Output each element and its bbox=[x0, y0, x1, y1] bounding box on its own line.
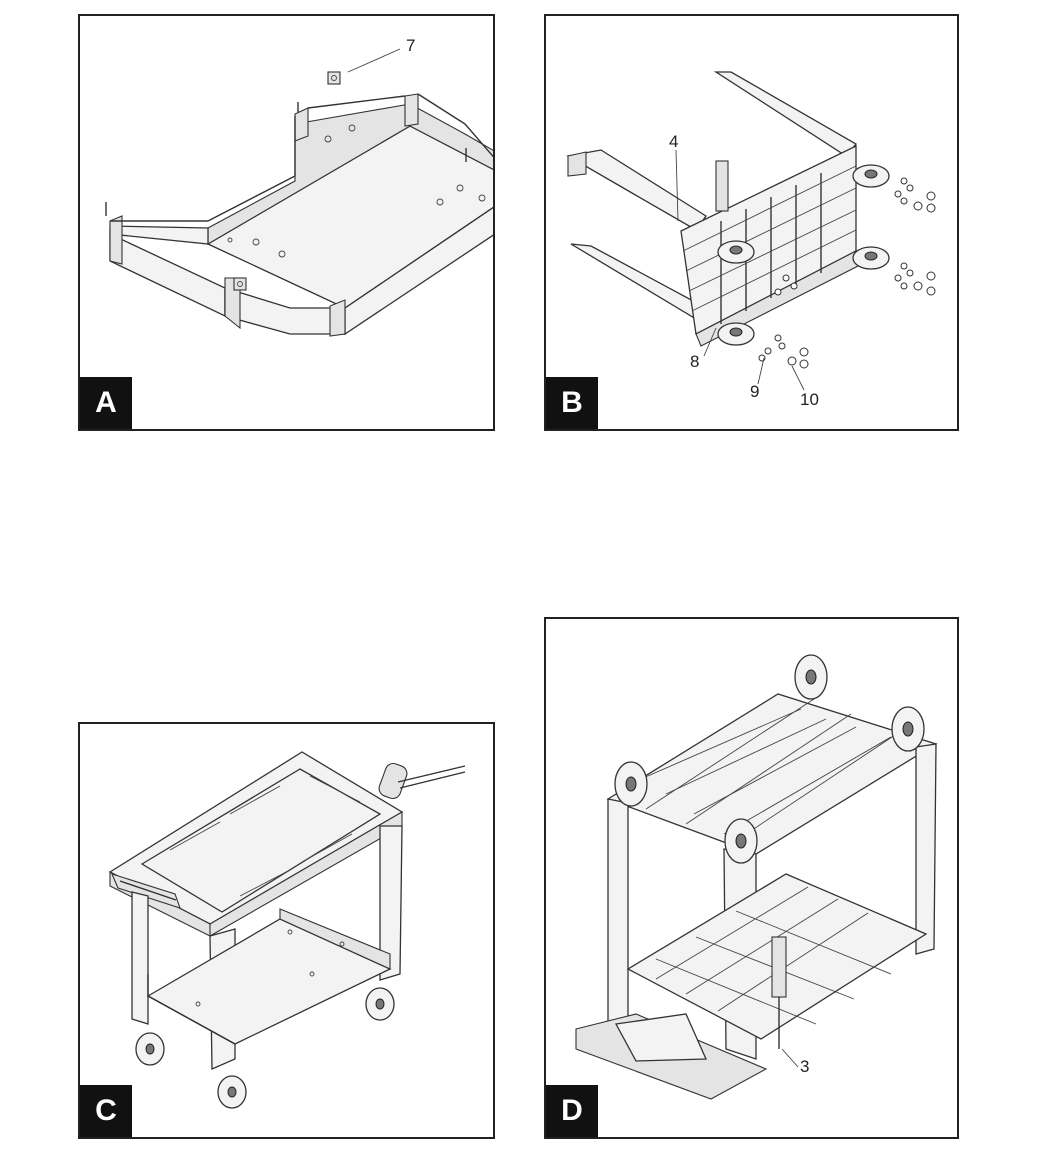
panel-c: C bbox=[78, 722, 495, 1139]
panel-a: 7 A bbox=[78, 14, 495, 431]
panel-b: 4 8 9 10 B bbox=[544, 14, 959, 431]
inverted-cart-casters-drawing bbox=[566, 71, 936, 391]
panel-label-b: B bbox=[546, 377, 598, 429]
panel-label-c: C bbox=[80, 1085, 132, 1137]
callout-8: 8 bbox=[690, 352, 700, 371]
assembled-cart-drawing bbox=[108, 751, 466, 1109]
panel-label-d: D bbox=[546, 1085, 598, 1137]
panel-label-a: A bbox=[80, 377, 132, 429]
shelf-tray-drawing bbox=[105, 48, 493, 337]
callout-7: 7 bbox=[406, 36, 416, 55]
callout-9: 9 bbox=[750, 382, 760, 401]
callout-3: 3 bbox=[800, 1057, 810, 1076]
callout-10: 10 bbox=[800, 390, 819, 409]
callout-4: 4 bbox=[669, 132, 679, 151]
panel-d: 3 D bbox=[544, 617, 959, 1139]
cart-upright-with-post-drawing bbox=[575, 654, 938, 1100]
